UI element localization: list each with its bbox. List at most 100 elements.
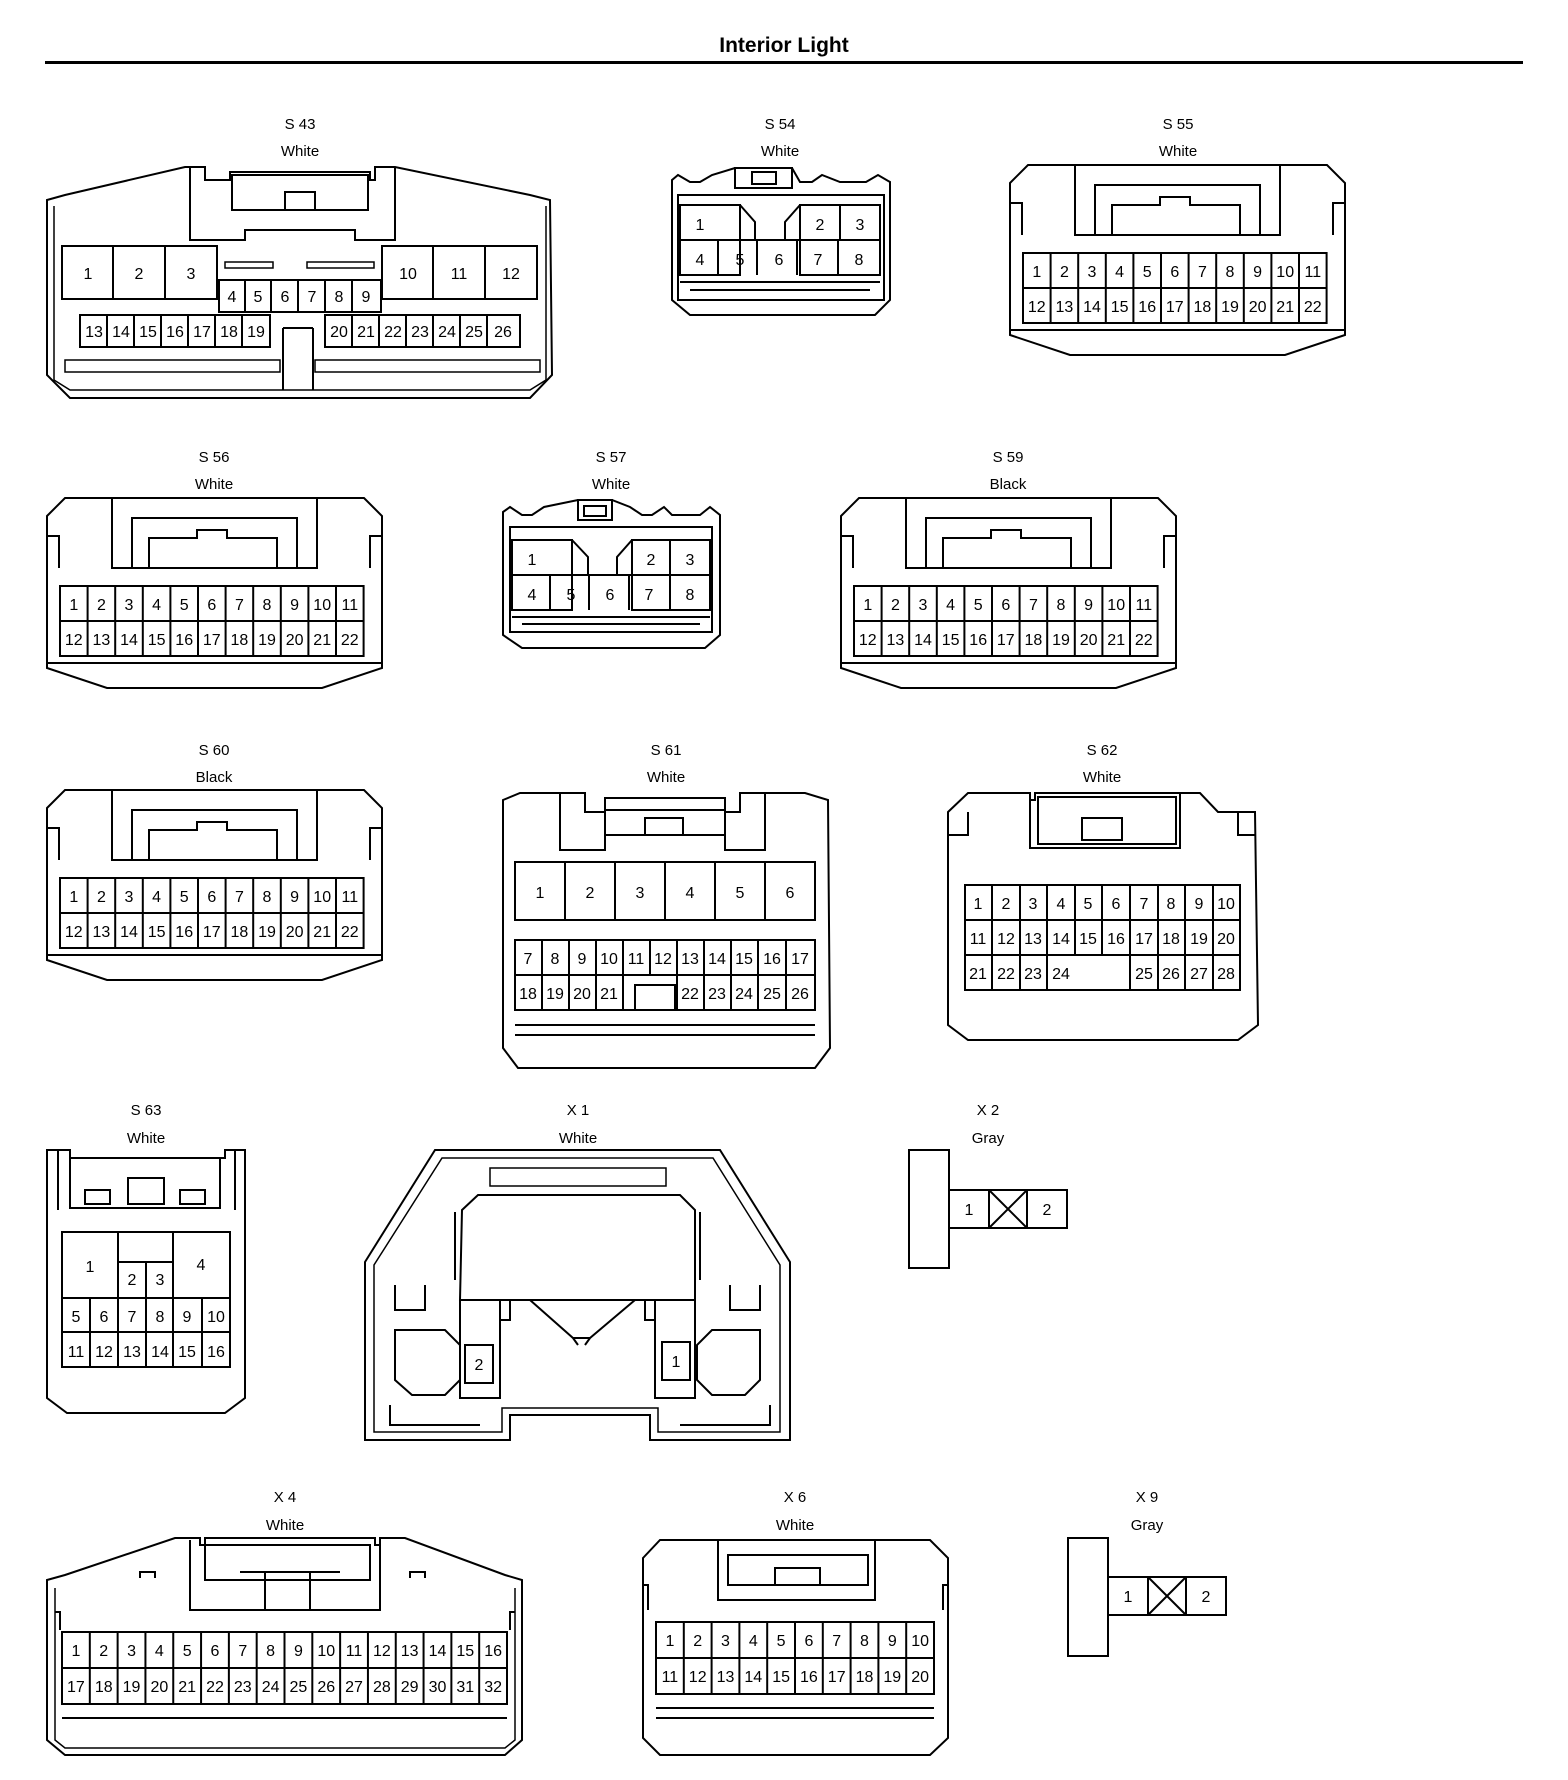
svg-text:12: 12 <box>654 951 672 968</box>
pin-label: 2 <box>891 597 900 614</box>
connector-id: S 60 <box>199 742 230 759</box>
pin-label: 21 <box>313 632 331 649</box>
svg-text:26: 26 <box>791 986 809 1003</box>
svg-text:1: 1 <box>536 885 545 902</box>
pin-label: 4 <box>152 889 161 906</box>
svg-text:13: 13 <box>1024 931 1042 948</box>
pin-label: 4 <box>155 1643 164 1660</box>
svg-text:4: 4 <box>696 252 705 269</box>
pin-label: 10 <box>1107 597 1125 614</box>
pin-label: 19 <box>258 632 276 649</box>
title-rule <box>45 61 1523 64</box>
connector-housing <box>840 497 1177 689</box>
svg-text:3: 3 <box>856 217 865 234</box>
pin-label: 1 <box>863 597 872 614</box>
svg-text:5: 5 <box>736 885 745 902</box>
svg-text:4: 4 <box>528 587 537 604</box>
pin-label: 12 <box>689 1669 707 1686</box>
svg-text:2: 2 <box>128 1272 137 1289</box>
pin-label: 21 <box>178 1679 196 1696</box>
pin-label: 9 <box>888 1633 897 1650</box>
svg-text:14: 14 <box>1052 931 1070 948</box>
svg-text:15: 15 <box>178 1344 196 1361</box>
pin-label: 20 <box>286 924 304 941</box>
connector-s55: S 55 White 11221331441551661771881992010… <box>1009 116 1346 356</box>
pin-label: 20 <box>1249 299 1267 316</box>
svg-text:8: 8 <box>551 951 560 968</box>
pin-label: 11 <box>341 889 358 906</box>
svg-text:8: 8 <box>686 587 695 604</box>
pin-label: 6 <box>804 1633 813 1650</box>
pin-label: 3 <box>125 597 134 614</box>
svg-text:5: 5 <box>736 252 745 269</box>
pin-label: 6 <box>1001 597 1010 614</box>
pin-label: 22 <box>206 1679 224 1696</box>
pin-label: 28 <box>373 1679 391 1696</box>
connector-color: Gray <box>1131 1517 1164 1534</box>
pin-label: 8 <box>1226 264 1235 281</box>
pin-label: 13 <box>887 632 905 649</box>
pin-label: 19 <box>258 924 276 941</box>
pin-label: 2 <box>99 1643 108 1660</box>
pin-label: 22 <box>341 924 359 941</box>
pin-label: 9 <box>290 597 299 614</box>
svg-text:3: 3 <box>187 266 196 283</box>
pin-label: 12 <box>373 1643 391 1660</box>
connector-housing <box>642 1539 949 1756</box>
connector-housing <box>502 792 832 1069</box>
svg-text:24: 24 <box>438 324 456 341</box>
pin-label: 8 <box>266 1643 275 1660</box>
pin-label: 1 <box>69 597 78 614</box>
connector-id: S 55 <box>1163 116 1194 133</box>
pin-label: 13 <box>1056 299 1074 316</box>
pin-label: 1 <box>1032 264 1041 281</box>
svg-text:11: 11 <box>451 266 468 283</box>
svg-text:1: 1 <box>528 552 537 569</box>
pin-label: 5 <box>180 889 189 906</box>
svg-text:21: 21 <box>969 966 987 983</box>
svg-text:14: 14 <box>151 1344 169 1361</box>
pin-label: 22 <box>1304 299 1322 316</box>
pin-label: 2 <box>97 597 106 614</box>
pin-label: 11 <box>1304 264 1321 281</box>
svg-text:4: 4 <box>1057 896 1066 913</box>
connector-color: White <box>195 476 233 493</box>
pin-label: 11 <box>346 1643 363 1660</box>
svg-text:23: 23 <box>1024 966 1042 983</box>
svg-text:13: 13 <box>681 951 699 968</box>
pin-label: 29 <box>401 1679 419 1696</box>
pin-label: 6 <box>1170 264 1179 281</box>
pin-label: 15 <box>148 924 166 941</box>
pin-label: 4 <box>1115 264 1124 281</box>
pin-label: 5 <box>777 1633 786 1650</box>
connector-housing <box>1009 164 1346 356</box>
connector-color: White <box>1083 769 1121 786</box>
pin-label: 13 <box>401 1643 419 1660</box>
svg-text:3: 3 <box>1029 896 1038 913</box>
pin-label: 15 <box>148 632 166 649</box>
svg-text:20: 20 <box>330 324 348 341</box>
pin-label: 14 <box>429 1643 447 1660</box>
pin-label: 8 <box>263 889 272 906</box>
svg-text:10: 10 <box>600 951 618 968</box>
pin-label: 15 <box>942 632 960 649</box>
connector-id: S 61 <box>651 742 682 759</box>
svg-text:8: 8 <box>1167 896 1176 913</box>
svg-text:8: 8 <box>335 289 344 306</box>
svg-text:13: 13 <box>85 324 103 341</box>
svg-text:7: 7 <box>1140 896 1149 913</box>
pin-label: 13 <box>93 632 111 649</box>
connector-housing <box>364 1149 791 1441</box>
svg-text:26: 26 <box>494 324 512 341</box>
connector-housing <box>908 1149 950 1269</box>
connector-color: White <box>1159 143 1197 160</box>
svg-text:19: 19 <box>1190 931 1208 948</box>
connector-s56: S 56 White 11221331441551661771881992010… <box>46 449 383 689</box>
svg-text:4: 4 <box>197 1257 206 1274</box>
svg-text:2: 2 <box>647 552 656 569</box>
connector-x6: X 6 White 111212313414515616717818919102… <box>642 1489 949 1756</box>
pin-label: 15 <box>772 1669 790 1686</box>
svg-text:2: 2 <box>135 266 144 283</box>
pin-label: 19 <box>883 1669 901 1686</box>
